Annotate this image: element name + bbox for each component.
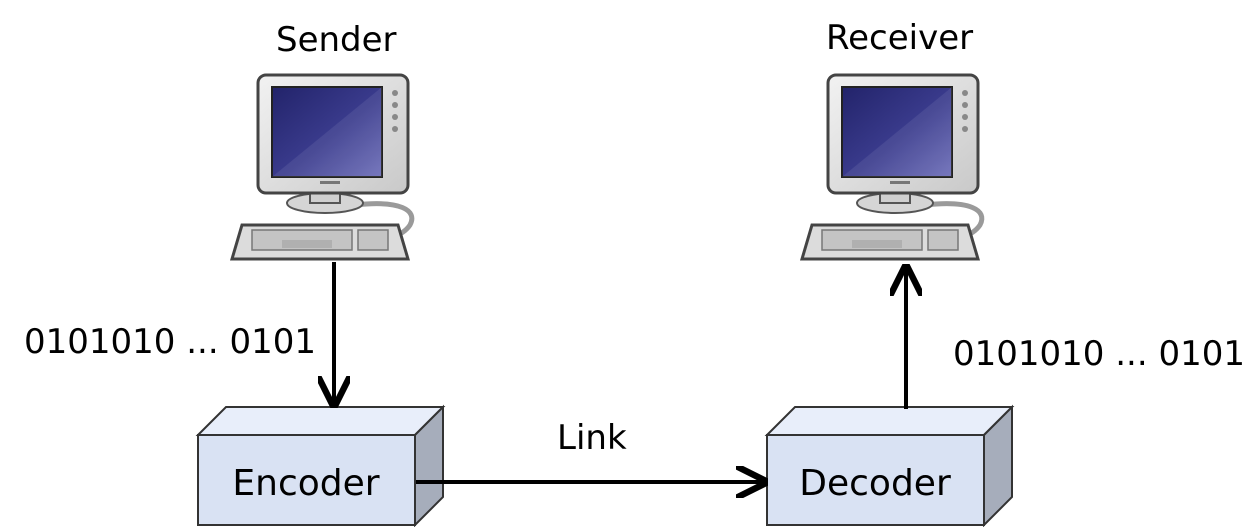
encoder-box: Encoder [197, 406, 444, 526]
receiver-computer-icon [802, 75, 982, 259]
sender-title: Sender [276, 20, 397, 60]
sender-bitstream: 0101010 ... 0101 [24, 322, 316, 362]
sender-computer-icon [232, 75, 412, 259]
decoder-box: Decoder [766, 406, 1013, 526]
link-label: Link [557, 418, 627, 458]
encoder-label: Encoder [232, 463, 379, 504]
decoder-label: Decoder [799, 463, 951, 504]
receiver-bitstream: 0101010 ... 0101 [953, 334, 1245, 374]
receiver-title: Receiver [826, 18, 974, 58]
